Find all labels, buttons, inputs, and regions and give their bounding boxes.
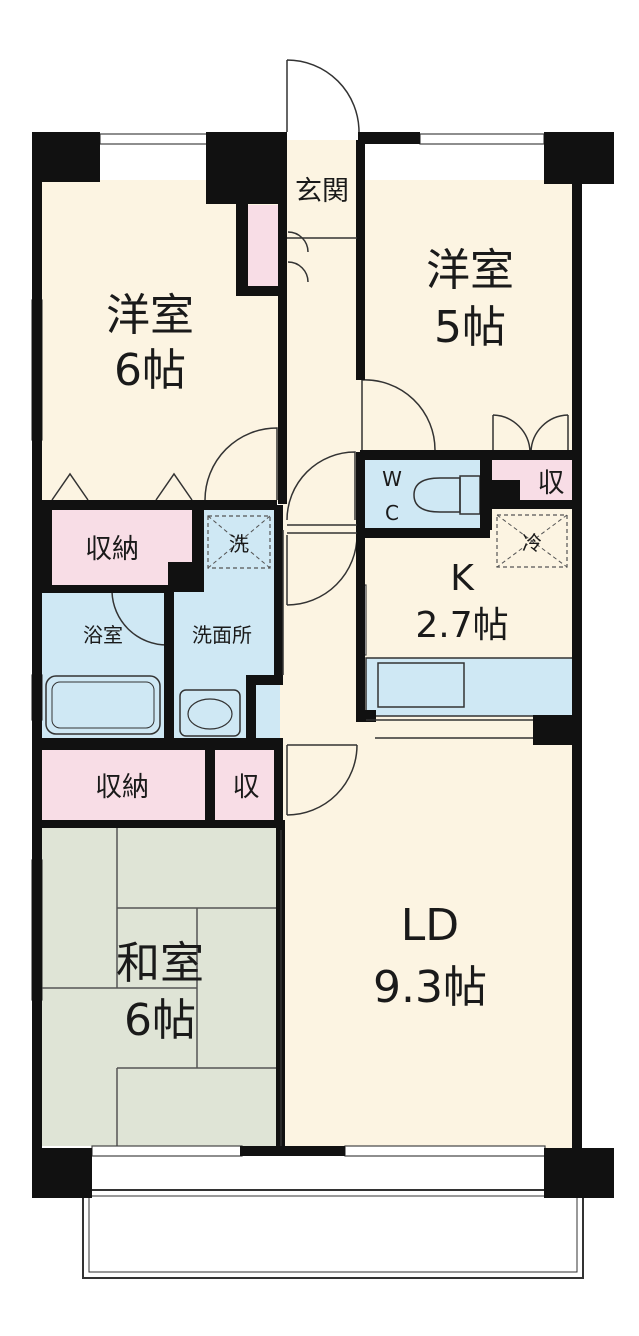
bathtub-inner [51,681,155,729]
room-wc [362,458,490,528]
label-ld-name: LD [401,900,459,951]
tatami-lines [40,828,277,1146]
room-bath [40,592,168,740]
door-swings [51,59,569,816]
label-kitchen-name: K [450,558,475,599]
sink [377,662,465,708]
label-storage-small-mid: 収 [233,772,260,803]
storage-lower-fill [40,750,205,820]
label-washing-machine: 洗 [229,532,249,556]
label-bath: 浴室 [83,623,123,647]
room-western-5 [362,180,577,458]
wash-basin-bowl [187,698,233,730]
label-kitchen-size: 2.7帖 [415,605,508,646]
hallway [280,140,362,750]
wash-basin [179,689,241,737]
label-ld-size: 9.3帖 [373,962,487,1013]
label-washroom: 洗面所 [192,623,252,647]
bathtub [45,675,161,735]
label-storage-small-top: 収 [538,468,565,499]
label-storage-lower: 収納 [95,772,149,803]
thin-lines [280,237,533,1146]
shoe-cabinet [248,205,280,290]
label-western5-size: 5帖 [434,302,506,353]
label-entrance: 玄関 [295,176,349,207]
label-western5-name: 洋室 [426,245,514,296]
walls [32,132,614,1198]
room-japanese [40,828,277,1146]
label-wc-line1: W [382,467,402,491]
label-wc-line2: C [385,501,399,525]
label-japanese-size: 6帖 [124,995,196,1046]
storage-small-mid-fill [215,750,277,820]
label-western6-name: 洋室 [106,290,194,341]
washing-machine-space [207,515,271,569]
label-storage-western6: 収納 [85,534,139,565]
fridge-space [496,514,568,568]
balcony [82,1189,584,1279]
label-japanese-name: 和室 [116,938,204,989]
label-western6-size: 6帖 [114,345,186,396]
label-fridge: 冷 [522,531,542,555]
room-ld [280,720,577,1150]
